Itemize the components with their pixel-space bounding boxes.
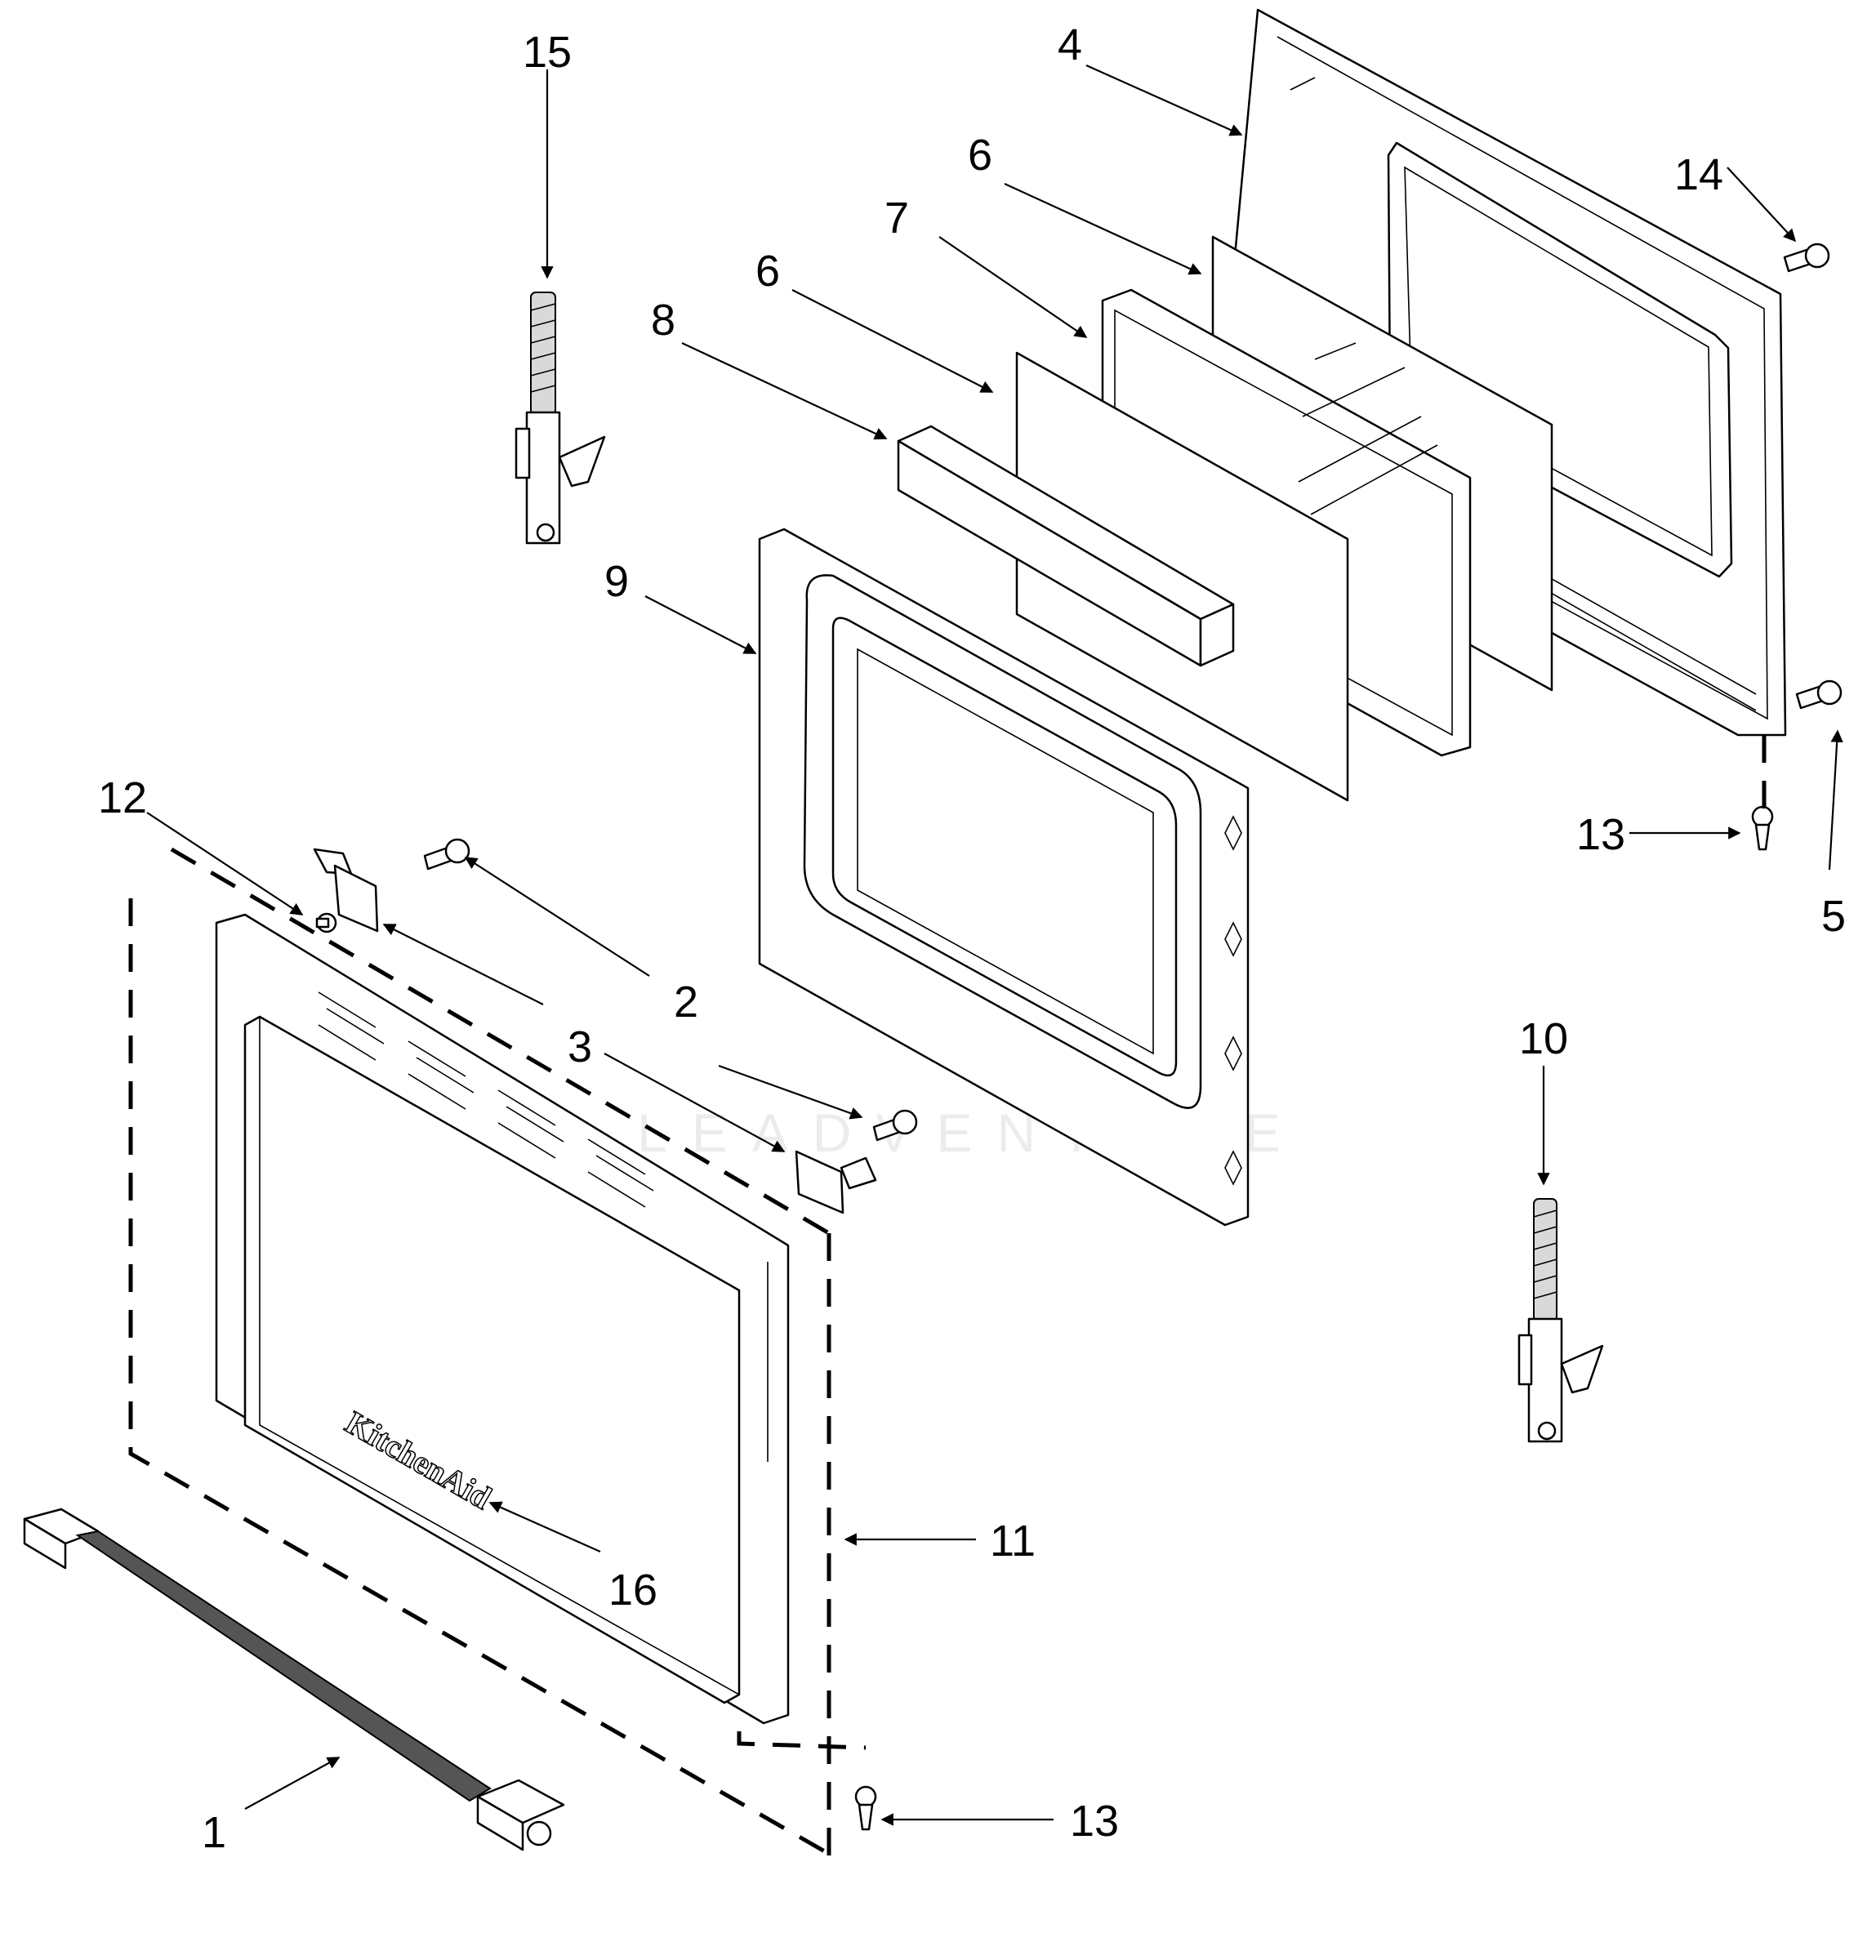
screw-5 xyxy=(1795,679,1843,710)
callout-9: 9 xyxy=(604,557,629,606)
callout-14: 14 xyxy=(1674,150,1723,199)
callout-1: 1 xyxy=(202,1808,226,1857)
door-handle xyxy=(23,1508,565,1851)
callout-12: 12 xyxy=(98,773,147,822)
callout-6-upper: 6 xyxy=(968,131,992,180)
callout-16: 16 xyxy=(608,1566,657,1615)
screw-12 xyxy=(315,912,337,933)
callout-4: 4 xyxy=(1058,20,1082,69)
callout-15: 15 xyxy=(523,28,572,77)
screw-14 xyxy=(1783,243,1830,273)
callout-7: 7 xyxy=(885,194,909,243)
insulation-block xyxy=(897,425,1235,667)
hinge-bracket-right xyxy=(795,1150,877,1214)
callout-8: 8 xyxy=(651,296,675,345)
hinge-right xyxy=(1517,1198,1604,1443)
callout-11: 11 xyxy=(990,1517,1036,1566)
callout-6-lower: 6 xyxy=(755,247,780,296)
callout-labels: 15 4 6 14 7 6 8 9 12 13 5 2 3 10 11 16 1… xyxy=(98,20,1846,1857)
outer-door-panel: KitchenAid xyxy=(215,913,790,1725)
door-assembly-outline xyxy=(128,735,1767,1862)
callout-13-upper: 13 xyxy=(1576,810,1625,859)
callout-2: 2 xyxy=(674,978,698,1027)
screw-13-lower xyxy=(854,1785,877,1831)
hinge-left xyxy=(515,292,606,545)
callout-13-lower: 13 xyxy=(1070,1797,1119,1846)
screw-2-left xyxy=(423,838,470,871)
door-frame xyxy=(758,528,1250,1227)
callout-3: 3 xyxy=(568,1022,592,1071)
hinge-bracket-left xyxy=(313,848,379,933)
screw-13-upper xyxy=(1751,805,1774,851)
callout-5: 5 xyxy=(1821,892,1846,941)
screw-2-right xyxy=(872,1109,918,1142)
callout-10: 10 xyxy=(1519,1014,1568,1063)
leader-lines xyxy=(146,64,1843,1826)
